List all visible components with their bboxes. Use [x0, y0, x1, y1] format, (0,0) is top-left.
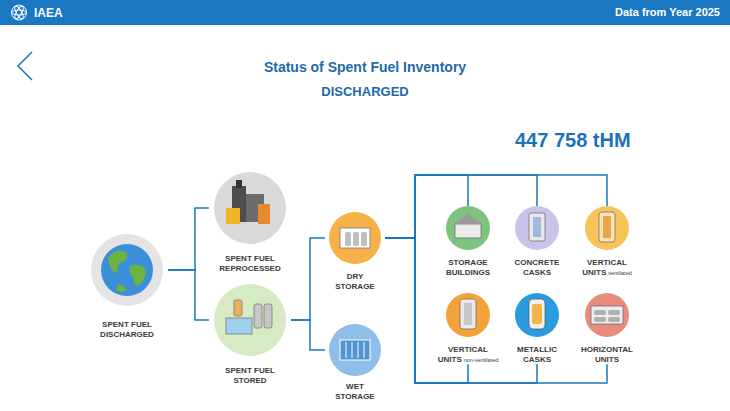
globe-icon — [91, 234, 163, 306]
horizontal-unit-icon — [585, 293, 629, 337]
node-caption: STORAGE BUILDINGS — [436, 258, 500, 277]
storage-node: STORAGE BUILDINGS — [435, 206, 501, 277]
node-caption: HORIZONTAL UNITS — [575, 345, 639, 364]
metallic-cask-icon — [515, 293, 559, 337]
storage-node: SPENT FUEL DISCHARGED — [86, 234, 168, 339]
vertical-ventilated-icon — [585, 206, 629, 250]
node-label: SPENT FUEL DISCHARGED — [100, 320, 154, 339]
storage-node: HORIZONTAL UNITS — [574, 293, 640, 364]
storage-node: VERTICAL UNITSnon-ventilated — [435, 293, 501, 364]
tree-connector — [291, 320, 325, 350]
storage-node: CONCRETE CASKS — [504, 206, 570, 277]
node-label: STORAGE BUILDINGS — [446, 258, 490, 277]
node-label: METALLIC CASKS — [517, 345, 557, 364]
tree-connector — [385, 175, 537, 238]
tree-connector — [168, 270, 209, 320]
node-caption: METALLIC CASKS — [505, 345, 569, 364]
dry-storage-icon — [329, 212, 381, 264]
node-label: CONCRETE CASKS — [515, 258, 560, 277]
back-chevron — [18, 52, 32, 80]
node-label: HORIZONTAL UNITS — [581, 345, 633, 364]
storage-node: SPENT FUEL STORED — [209, 284, 291, 385]
tree-connector — [385, 238, 607, 383]
header-bar — [0, 0, 730, 25]
storage-node: SPENT FUEL REPROCESSED — [209, 172, 291, 273]
node-caption: SPENT FUEL DISCHARGED — [87, 320, 167, 339]
node-label: SPENT FUEL REPROCESSED — [219, 254, 280, 273]
tree-connector — [291, 238, 325, 320]
storage-node: METALLIC CASKS — [504, 293, 570, 364]
header-note: Data from Year 2025 — [615, 6, 720, 18]
wet-storage-icon — [329, 324, 381, 376]
node-label: SPENT FUEL STORED — [225, 366, 275, 385]
concrete-cask-icon — [515, 206, 559, 250]
tree-connector — [168, 208, 209, 270]
total-figure: 447 758 tHM — [515, 129, 631, 152]
node-caption: SPENT FUEL REPROCESSED — [210, 254, 290, 273]
iaea-logo — [12, 5, 27, 20]
tree-connector — [385, 238, 537, 383]
page-title: Status of Spent Fuel Inventory — [0, 59, 730, 75]
node-caption: VERTICAL UNITSnon-ventilated — [436, 345, 500, 364]
node-note: non-ventilated — [464, 357, 499, 363]
reprocessing-icon — [214, 172, 286, 244]
page-subtitle: DISCHARGED — [0, 84, 730, 99]
storage-node: DRY STORAGE — [325, 212, 385, 291]
storage-node: WET STORAGE — [325, 324, 385, 401]
node-note: ventilated — [608, 270, 632, 276]
storage-pool-icon — [214, 284, 286, 356]
tree-connector — [385, 175, 607, 238]
storage-building-icon — [446, 206, 490, 250]
logo-text: IAEA — [34, 6, 63, 20]
node-label: DRY STORAGE — [335, 272, 374, 291]
tree-connector — [385, 175, 468, 238]
storage-node: VERTICAL UNITSventilated — [574, 206, 640, 277]
node-label: WET STORAGE — [335, 382, 374, 401]
node-caption: VERTICAL UNITSventilated — [575, 258, 639, 277]
node-caption: DRY STORAGE — [331, 272, 379, 291]
node-caption: WET STORAGE — [331, 382, 379, 401]
node-caption: CONCRETE CASKS — [505, 258, 569, 277]
vertical-nonventilated-icon — [446, 293, 490, 337]
node-caption: SPENT FUEL STORED — [210, 366, 290, 385]
